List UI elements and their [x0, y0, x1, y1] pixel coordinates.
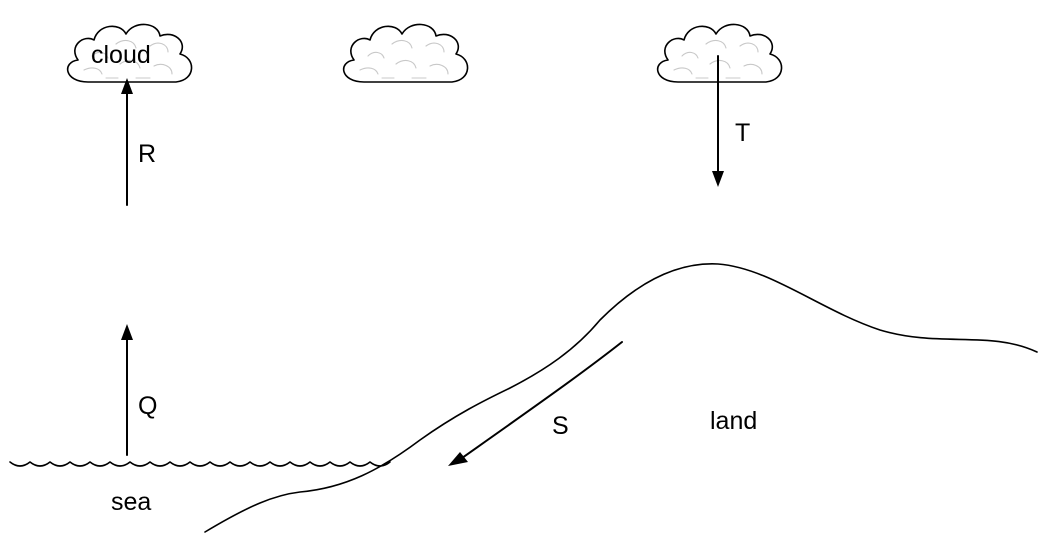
arrow-r-label: R [138, 140, 156, 168]
arrow-t-label: T [735, 119, 750, 147]
arrow-q [121, 324, 133, 456]
arrow-r [121, 78, 133, 206]
sea-label: sea [111, 488, 151, 516]
cloud-right [656, 23, 783, 83]
sea-surface-waves [9, 461, 391, 467]
arrow-t [712, 55, 724, 187]
arrow-s-label: S [552, 412, 569, 440]
arrow-s [448, 341, 623, 466]
land-outline [204, 263, 1038, 533]
cloud-label: cloud [91, 41, 151, 69]
cloud-middle [342, 23, 469, 83]
land-label: land [710, 407, 757, 435]
arrow-q-label: Q [138, 392, 157, 420]
